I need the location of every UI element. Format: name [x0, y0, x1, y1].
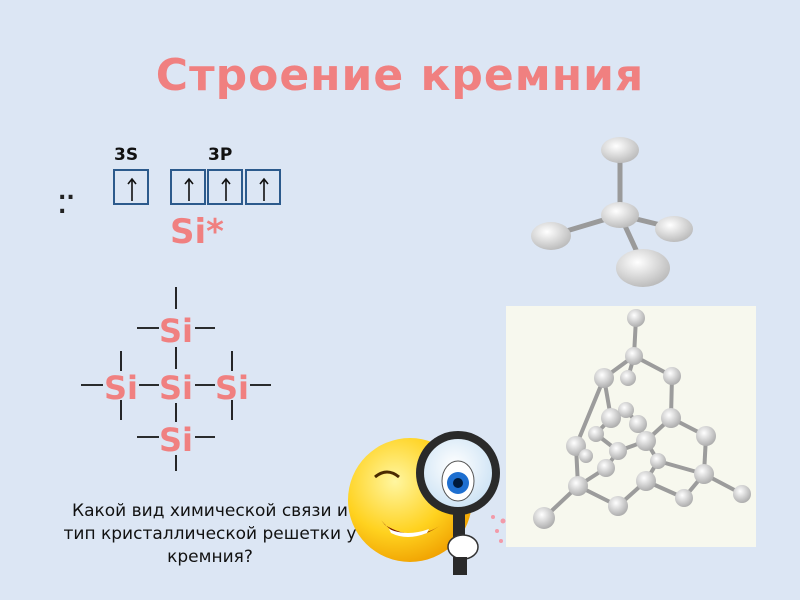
question-text: Какой вид химической связи и тип кристал…: [63, 501, 357, 567]
slide-title: Строение кремния: [155, 50, 645, 101]
orbital-3p-box-1: [170, 169, 206, 205]
orbital-3s-box: [113, 169, 149, 205]
structure-bonds: [81, 287, 271, 471]
diamond-lattice-image: [506, 306, 756, 547]
smiley-magnifier-icon: [348, 431, 506, 575]
up-arrow-icon: [221, 177, 231, 201]
electron-dots: .. .: [58, 180, 75, 219]
si-excited-label: Si*: [170, 212, 224, 252]
si-atom-center: Si: [159, 369, 194, 407]
orbital-3s-label: 3S: [114, 145, 139, 165]
tetrahedral-molecule-icon: [531, 137, 693, 287]
lattice-drawing: [533, 309, 751, 529]
orbital-3p-label: 3P: [208, 145, 233, 165]
up-arrow-icon: [127, 177, 137, 201]
si-atom-left: Si: [104, 369, 139, 407]
orbital-3p-box-2: [207, 169, 243, 205]
si-atom-top: Si: [159, 312, 194, 350]
si-atom-right: Si: [215, 369, 250, 407]
up-arrow-icon: [259, 177, 269, 201]
up-arrow-icon: [184, 177, 194, 201]
orbital-3p-box-3: [245, 169, 281, 205]
si-atom-bottom: Si: [159, 421, 194, 459]
